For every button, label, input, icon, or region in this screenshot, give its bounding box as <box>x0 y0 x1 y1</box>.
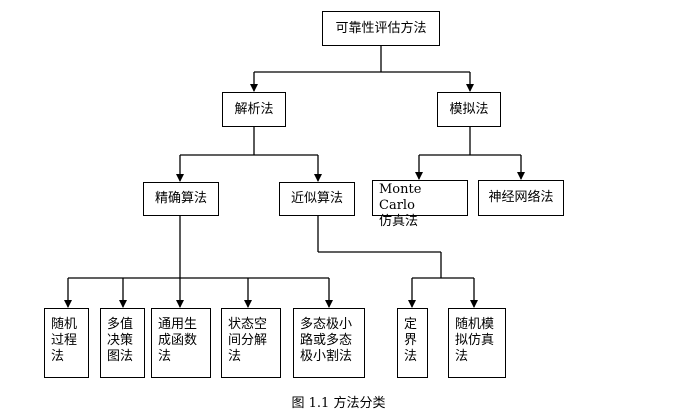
node-root: 可靠性评估方法 <box>322 11 440 46</box>
node-minpath-mincut: 多态极小 路或多态 极小割法 <box>293 308 365 378</box>
node-state-space: 状态空 间分解 法 <box>221 308 281 378</box>
node-random-process: 随机 过程 法 <box>44 308 89 378</box>
figure-caption: 图 1.1 方法分类 <box>291 396 386 411</box>
node-random-simulation: 随机模 拟仿真 法 <box>448 308 506 378</box>
node-neural-network: 神经网络法 <box>478 180 564 216</box>
node-multivalue-decision: 多值 决策 图法 <box>100 308 145 378</box>
node-exact: 精确算法 <box>143 182 219 216</box>
node-generating-function: 通用生 成函数 法 <box>151 308 211 378</box>
node-approx: 近似算法 <box>279 182 355 216</box>
node-simulation: 模拟法 <box>437 92 501 127</box>
node-analytic: 解析法 <box>222 92 286 127</box>
node-monte-carlo: Monte Carlo 仿真法 <box>372 180 468 229</box>
node-bounds: 定 界 法 <box>397 308 428 378</box>
